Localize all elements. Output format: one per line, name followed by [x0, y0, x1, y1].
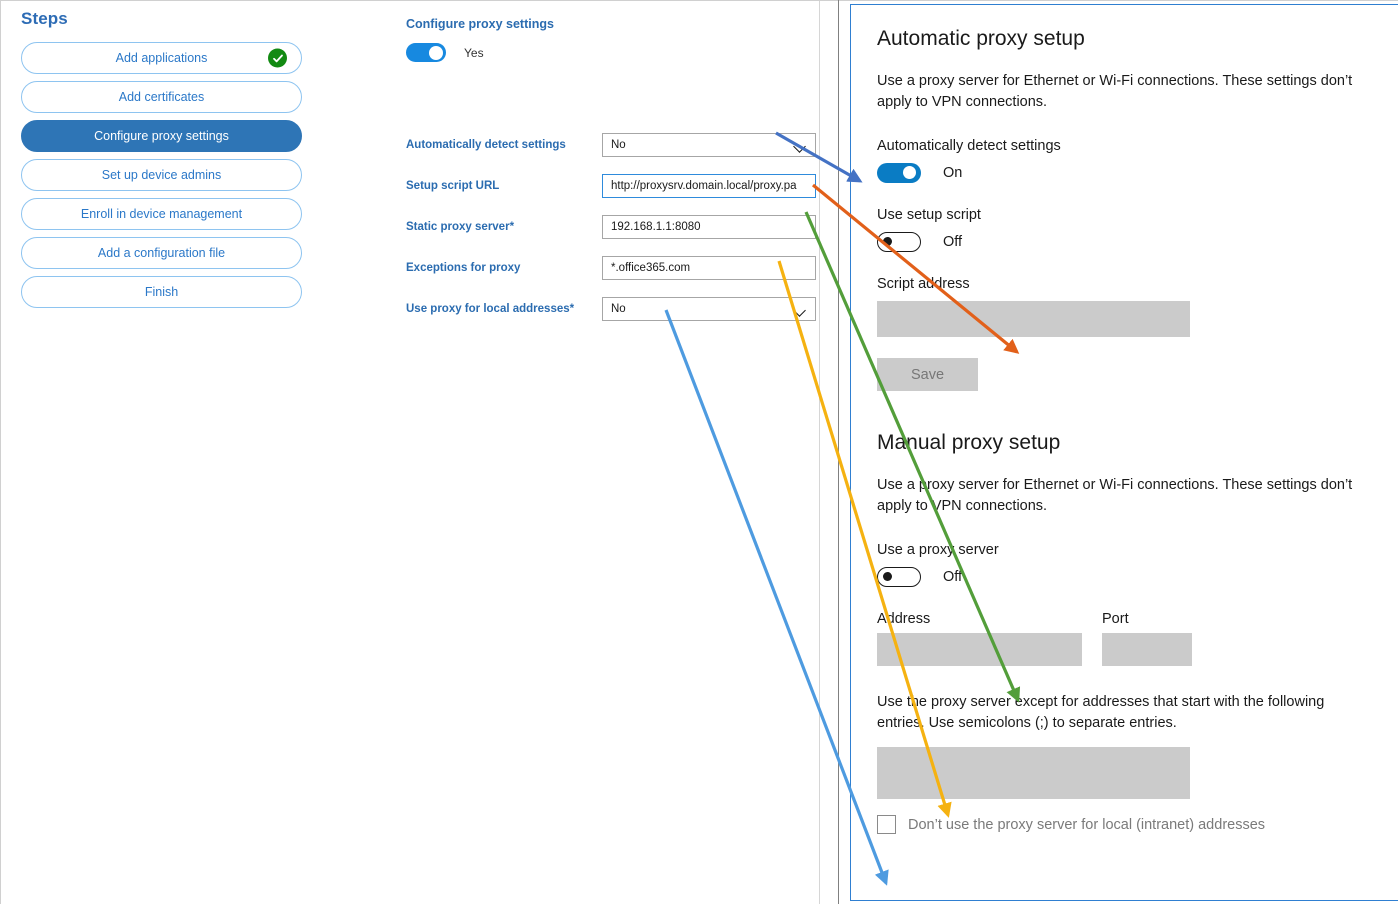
field-label-text: Static proxy server	[406, 220, 510, 233]
address-input[interactable]	[877, 633, 1082, 667]
proxy-configuration-form: Configure proxy settings Yes Automatical…	[406, 17, 816, 329]
toggle-state-label: Off	[943, 569, 963, 586]
save-button[interactable]: Save	[877, 358, 978, 392]
required-marker: *	[509, 220, 515, 233]
page-title: Steps	[21, 9, 68, 28]
frame-left-border	[0, 0, 1, 904]
form-rows: Automatically detect settings No Setup s…	[406, 124, 816, 329]
exceptions-input[interactable]	[877, 747, 1190, 800]
address-label: Address	[877, 611, 931, 628]
field-label-text: Automatically detect settings	[406, 138, 566, 151]
field-label-text: Use proxy for local addresses	[406, 302, 570, 315]
manual-proxy-description: Use a proxy server for Ethernet or Wi-Fi…	[877, 477, 1353, 514]
automatic-proxy-description: Use a proxy server for Ethernet or Wi-Fi…	[877, 73, 1353, 110]
sidebar-item-add-applications[interactable]: Add applications	[21, 42, 302, 74]
manual-proxy-setup-heading: Manual proxy setup	[877, 431, 1061, 455]
toggle-knob	[883, 572, 892, 582]
step-label: Configure proxy settings	[94, 129, 229, 143]
step-label: Add a configuration file	[97, 246, 226, 260]
field-label: Setup script URL	[406, 180, 602, 192]
input-value: http://proxysrv.domain.local/proxy.pa	[611, 179, 797, 192]
bypass-local-addresses-checkbox[interactable]	[877, 815, 896, 835]
field-label: Automatically detect settings	[406, 139, 602, 151]
exceptions-for-proxy-input[interactable]: *.office365.com	[602, 255, 816, 280]
form-row-use-proxy-for-local-addresses: Use proxy for local addresses* No	[406, 288, 816, 329]
sidebar-item-finish[interactable]: Finish	[21, 276, 302, 308]
use-a-proxy-server-toggle-row: Off	[877, 567, 1372, 588]
form-row-exceptions-for-proxy: Exceptions for proxy *.office365.com	[406, 247, 816, 288]
bypass-local-addresses-row: Don’t use the proxy server for local (in…	[877, 815, 1372, 835]
use-setup-script-label: Use setup script	[877, 207, 981, 224]
toggle-knob	[883, 237, 892, 247]
script-address-label: Script address	[877, 276, 970, 293]
step-label: Finish	[144, 285, 179, 299]
frame-top-border	[0, 0, 1398, 1]
form-row-automatically-detect-settings: Automatically detect settings No	[406, 124, 816, 165]
automatic-proxy-setup-heading: Automatic proxy setup	[877, 27, 1085, 50]
step-label: Set up device admins	[101, 168, 222, 182]
configure-proxy-settings-toggle[interactable]	[406, 43, 446, 62]
sidebar-item-set-up-device-admins[interactable]: Set up device admins	[21, 159, 302, 191]
input-value: 192.168.1.1:8080	[611, 220, 701, 233]
bypass-local-addresses-label: Don’t use the proxy server for local (in…	[908, 816, 1266, 833]
use-setup-script-toggle[interactable]	[877, 232, 921, 253]
save-button-label: Save	[910, 366, 945, 383]
check-circle-icon	[268, 48, 287, 68]
sidebar-item-enroll-in-device-management[interactable]: Enroll in device management	[21, 198, 302, 230]
configure-proxy-settings-toggle-row: Yes	[406, 43, 816, 62]
form-row-static-proxy-server: Static proxy server* 192.168.1.1:8080	[406, 206, 816, 247]
automatically-detect-settings-toggle[interactable]	[877, 163, 921, 184]
form-row-setup-script-url: Setup script URL http://proxysrv.domain.…	[406, 165, 816, 206]
sidebar-item-configure-proxy-settings[interactable]: Configure proxy settings	[21, 120, 302, 152]
setup-script-url-input[interactable]: http://proxysrv.domain.local/proxy.pa	[602, 173, 816, 198]
toggle-state-label: Yes	[464, 45, 484, 60]
use-setup-script-toggle-row: Off	[877, 232, 1372, 253]
form-heading: Configure proxy settings	[406, 17, 554, 31]
use-a-proxy-server-toggle[interactable]	[877, 567, 921, 588]
step-label: Add certificates	[118, 90, 205, 104]
required-marker: *	[569, 302, 575, 315]
steps-panel: Steps Add applications Add certificates …	[1, 1, 820, 904]
step-label: Add applications	[115, 51, 208, 65]
input-value: *.office365.com	[611, 261, 691, 274]
step-label: Enroll in device management	[80, 207, 243, 221]
sidebar-item-add-certificates[interactable]: Add certificates	[21, 81, 302, 113]
toggle-state-label: On	[943, 165, 963, 182]
toggle-knob	[429, 45, 443, 60]
automatically-detect-settings-toggle-row: On	[877, 163, 1372, 184]
sidebar-item-add-a-configuration-file[interactable]: Add a configuration file	[21, 237, 302, 269]
address-column: Address	[877, 611, 1082, 667]
port-label: Port	[1102, 611, 1129, 628]
automatically-detect-settings-select[interactable]: No	[602, 132, 816, 157]
script-address-input[interactable]	[877, 301, 1190, 338]
toggle-knob	[903, 166, 916, 180]
steps-list: Add applications Add certificates Config…	[21, 42, 302, 315]
field-label: Exceptions for proxy	[406, 262, 602, 274]
use-a-proxy-server-label: Use a proxy server	[877, 542, 999, 559]
select-value: No	[611, 138, 626, 151]
static-proxy-server-input[interactable]: 192.168.1.1:8080	[602, 214, 816, 239]
select-value: No	[611, 302, 626, 315]
field-label: Use proxy for local addresses*	[406, 303, 602, 315]
field-label: Static proxy server*	[406, 221, 602, 233]
port-column: Port	[1102, 611, 1192, 667]
field-label-text: Exceptions for proxy	[406, 261, 521, 274]
toggle-state-label: Off	[943, 234, 963, 251]
address-port-row: Address Port	[877, 611, 1372, 667]
field-label-text: Setup script URL	[406, 179, 500, 192]
automatically-detect-settings-label: Automatically detect settings	[877, 138, 1061, 155]
use-proxy-for-local-addresses-select[interactable]: No	[602, 296, 816, 321]
exceptions-description: Use the proxy server except for addresse…	[877, 694, 1325, 731]
panel-divider	[838, 0, 839, 904]
windows-proxy-settings-panel: Automatic proxy setup Use a proxy server…	[850, 4, 1398, 901]
port-input[interactable]	[1102, 633, 1192, 667]
